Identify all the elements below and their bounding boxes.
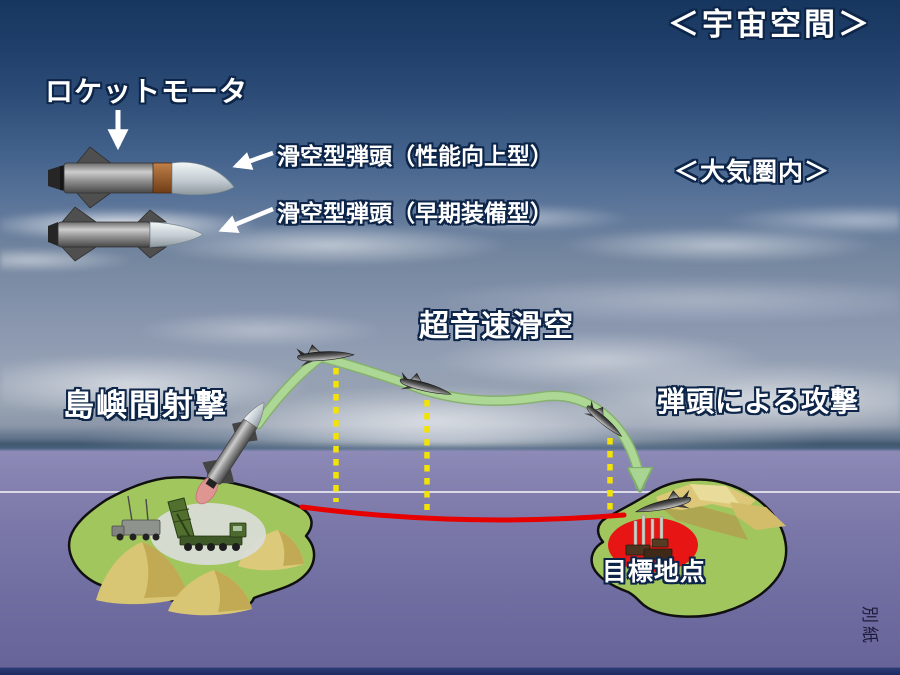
- left-island-hills: [96, 530, 304, 616]
- glide-warhead-early-label: 滑空型弾頭（早期装備型）: [277, 200, 553, 226]
- launcher-truck-icon: [167, 497, 247, 551]
- space-region-label: ＜宇宙空間＞: [668, 7, 872, 42]
- inter-island-firing-label: 島嶼間射撃: [63, 388, 228, 423]
- pointer-arrow-improved-icon: [232, 150, 274, 170]
- target-zone: [608, 514, 698, 572]
- launch-missile-icon: [195, 402, 265, 505]
- glide-trajectory: [252, 351, 646, 491]
- glide-warhead-improved-label: 滑空型弾頭（性能向上型）: [277, 143, 553, 169]
- target-point-label: 目標地点: [602, 558, 707, 586]
- booster-early-icon: [48, 206, 204, 262]
- atmosphere-region-label: ＜大気圏内＞: [674, 158, 831, 186]
- booster-improved-icon: [48, 146, 235, 209]
- command-vehicle-icon: [111, 495, 161, 541]
- glide-trajectory-path: [254, 352, 640, 485]
- supersonic-glide-label: 超音速滑空: [419, 310, 574, 343]
- attachment-note-label: 別紙: [860, 606, 879, 646]
- warhead-attack-label: 弾頭による攻撃: [657, 386, 860, 417]
- pointer-arrow-early-icon: [218, 206, 274, 233]
- glide-trajectory-outline: [252, 351, 646, 491]
- left-island: [67, 476, 316, 616]
- ballistic-trajectory-path: [299, 504, 627, 523]
- descent-marker-lines: [333, 368, 613, 514]
- target-vehicles-icon: [625, 514, 673, 561]
- rocket-motor-label: ロケットモータ: [45, 76, 249, 107]
- deployment-zone-ellipse: [150, 503, 266, 565]
- right-island-hills: [656, 484, 786, 540]
